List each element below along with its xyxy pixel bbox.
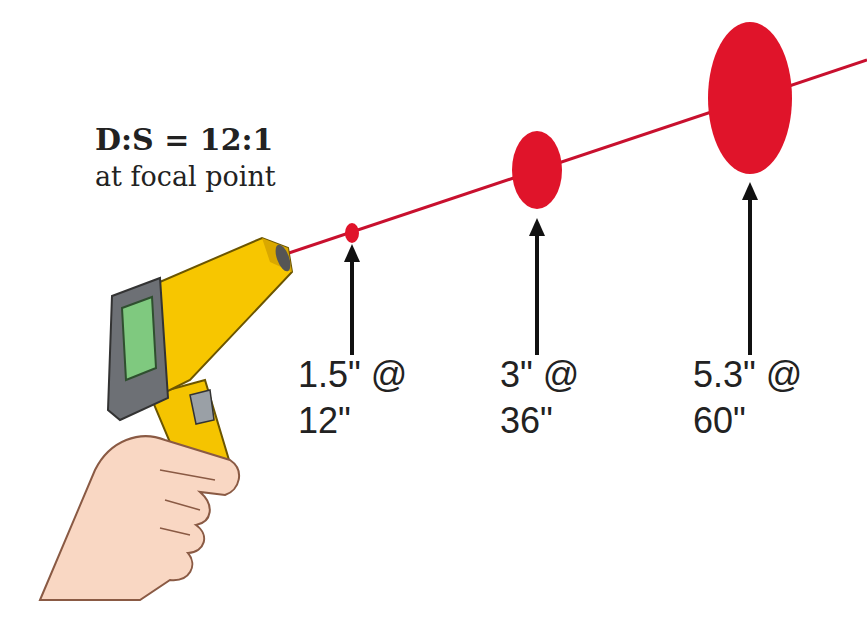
spot-small [345,223,359,243]
hand [40,436,239,600]
spot-large [708,22,792,174]
spot-medium [512,131,562,209]
spot-dimension: 1.5" @ 12" [298,352,438,444]
spot-dimension: 3" @ 36" [500,352,610,444]
focal-note: at focal point [95,160,355,194]
finger-lines [160,470,215,535]
ratio-heading: D:S = 12:1 [95,122,355,158]
spot-dimension: 5.3" @ 60" [693,352,843,444]
pointer-arrows [344,182,758,355]
